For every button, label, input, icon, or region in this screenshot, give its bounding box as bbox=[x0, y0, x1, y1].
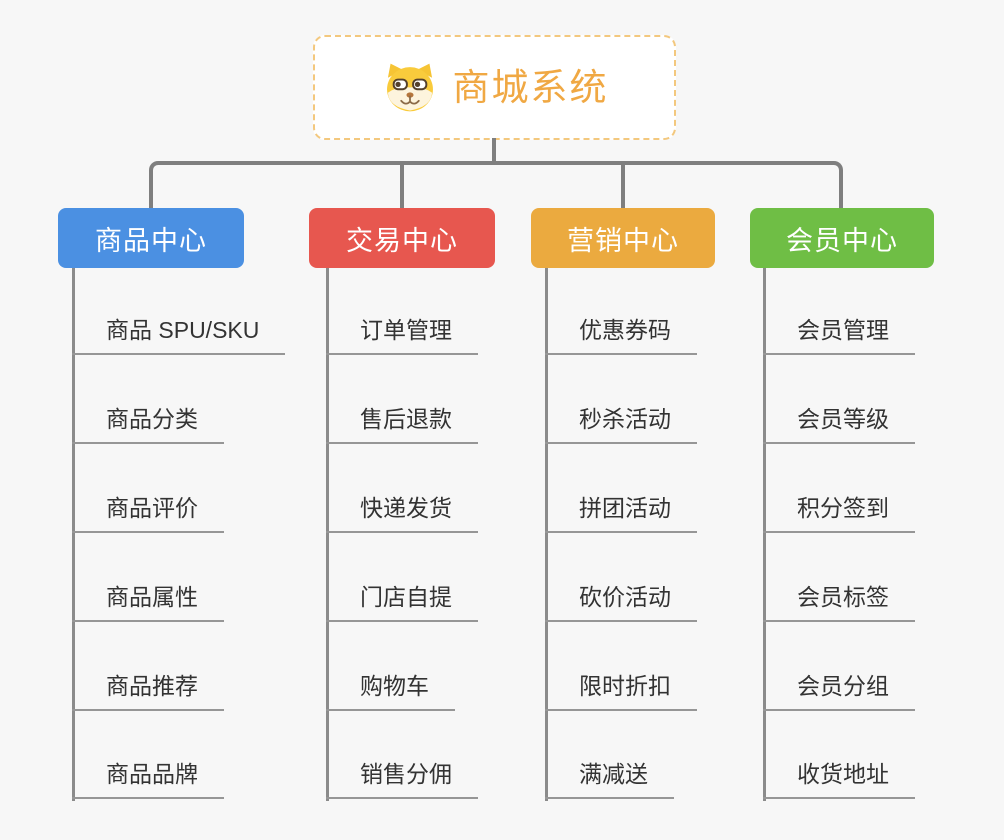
leaf-node[interactable]: 商品属性 bbox=[72, 582, 224, 622]
connector-root-drop bbox=[492, 138, 496, 164]
leaf-node[interactable]: 满减送 bbox=[545, 759, 674, 799]
leaf-node[interactable]: 积分签到 bbox=[763, 493, 915, 533]
leaf-node[interactable]: 商品推荐 bbox=[72, 671, 224, 711]
leaf-node[interactable]: 商品评价 bbox=[72, 493, 224, 533]
shiba-dog-icon bbox=[381, 61, 439, 114]
leaf-node[interactable]: 优惠券码 bbox=[545, 315, 697, 355]
connector-drop-branch-3 bbox=[621, 163, 625, 208]
leaf-node[interactable]: 会员标签 bbox=[763, 582, 915, 622]
branch-node-product-center[interactable]: 商品中心 bbox=[58, 208, 244, 268]
branch-node-marketing-center[interactable]: 营销中心 bbox=[531, 208, 715, 268]
leaf-node[interactable]: 购物车 bbox=[326, 671, 455, 711]
branch-node-member-center[interactable]: 会员中心 bbox=[750, 208, 934, 268]
leaf-node[interactable]: 快递发货 bbox=[326, 493, 478, 533]
leaf-node[interactable]: 商品分类 bbox=[72, 404, 224, 444]
leaf-node[interactable]: 门店自提 bbox=[326, 582, 478, 622]
branch-node-trade-center[interactable]: 交易中心 bbox=[309, 208, 495, 268]
leaf-node[interactable]: 销售分佣 bbox=[326, 759, 478, 799]
leaf-node[interactable]: 会员管理 bbox=[763, 315, 915, 355]
root-node[interactable]: 商城系统 bbox=[313, 35, 676, 140]
leaf-node[interactable]: 会员分组 bbox=[763, 671, 915, 711]
leaf-node[interactable]: 限时折扣 bbox=[545, 671, 697, 711]
leaf-node[interactable]: 商品 SPU/SKU bbox=[72, 315, 286, 355]
leaf-node[interactable]: 收货地址 bbox=[763, 759, 915, 799]
connector-drop-branch-2 bbox=[400, 163, 404, 208]
leaf-node[interactable]: 砍价活动 bbox=[545, 582, 697, 622]
root-title: 商城系统 bbox=[452, 67, 609, 108]
leaf-node[interactable]: 秒杀活动 bbox=[545, 404, 697, 444]
leaf-node[interactable]: 拼团活动 bbox=[545, 493, 697, 533]
connector-branch-frame bbox=[149, 161, 843, 208]
leaf-node[interactable]: 商品品牌 bbox=[72, 759, 224, 799]
leaf-node[interactable]: 售后退款 bbox=[326, 404, 478, 444]
leaf-node[interactable]: 订单管理 bbox=[326, 315, 478, 355]
leaf-node[interactable]: 会员等级 bbox=[763, 404, 915, 444]
